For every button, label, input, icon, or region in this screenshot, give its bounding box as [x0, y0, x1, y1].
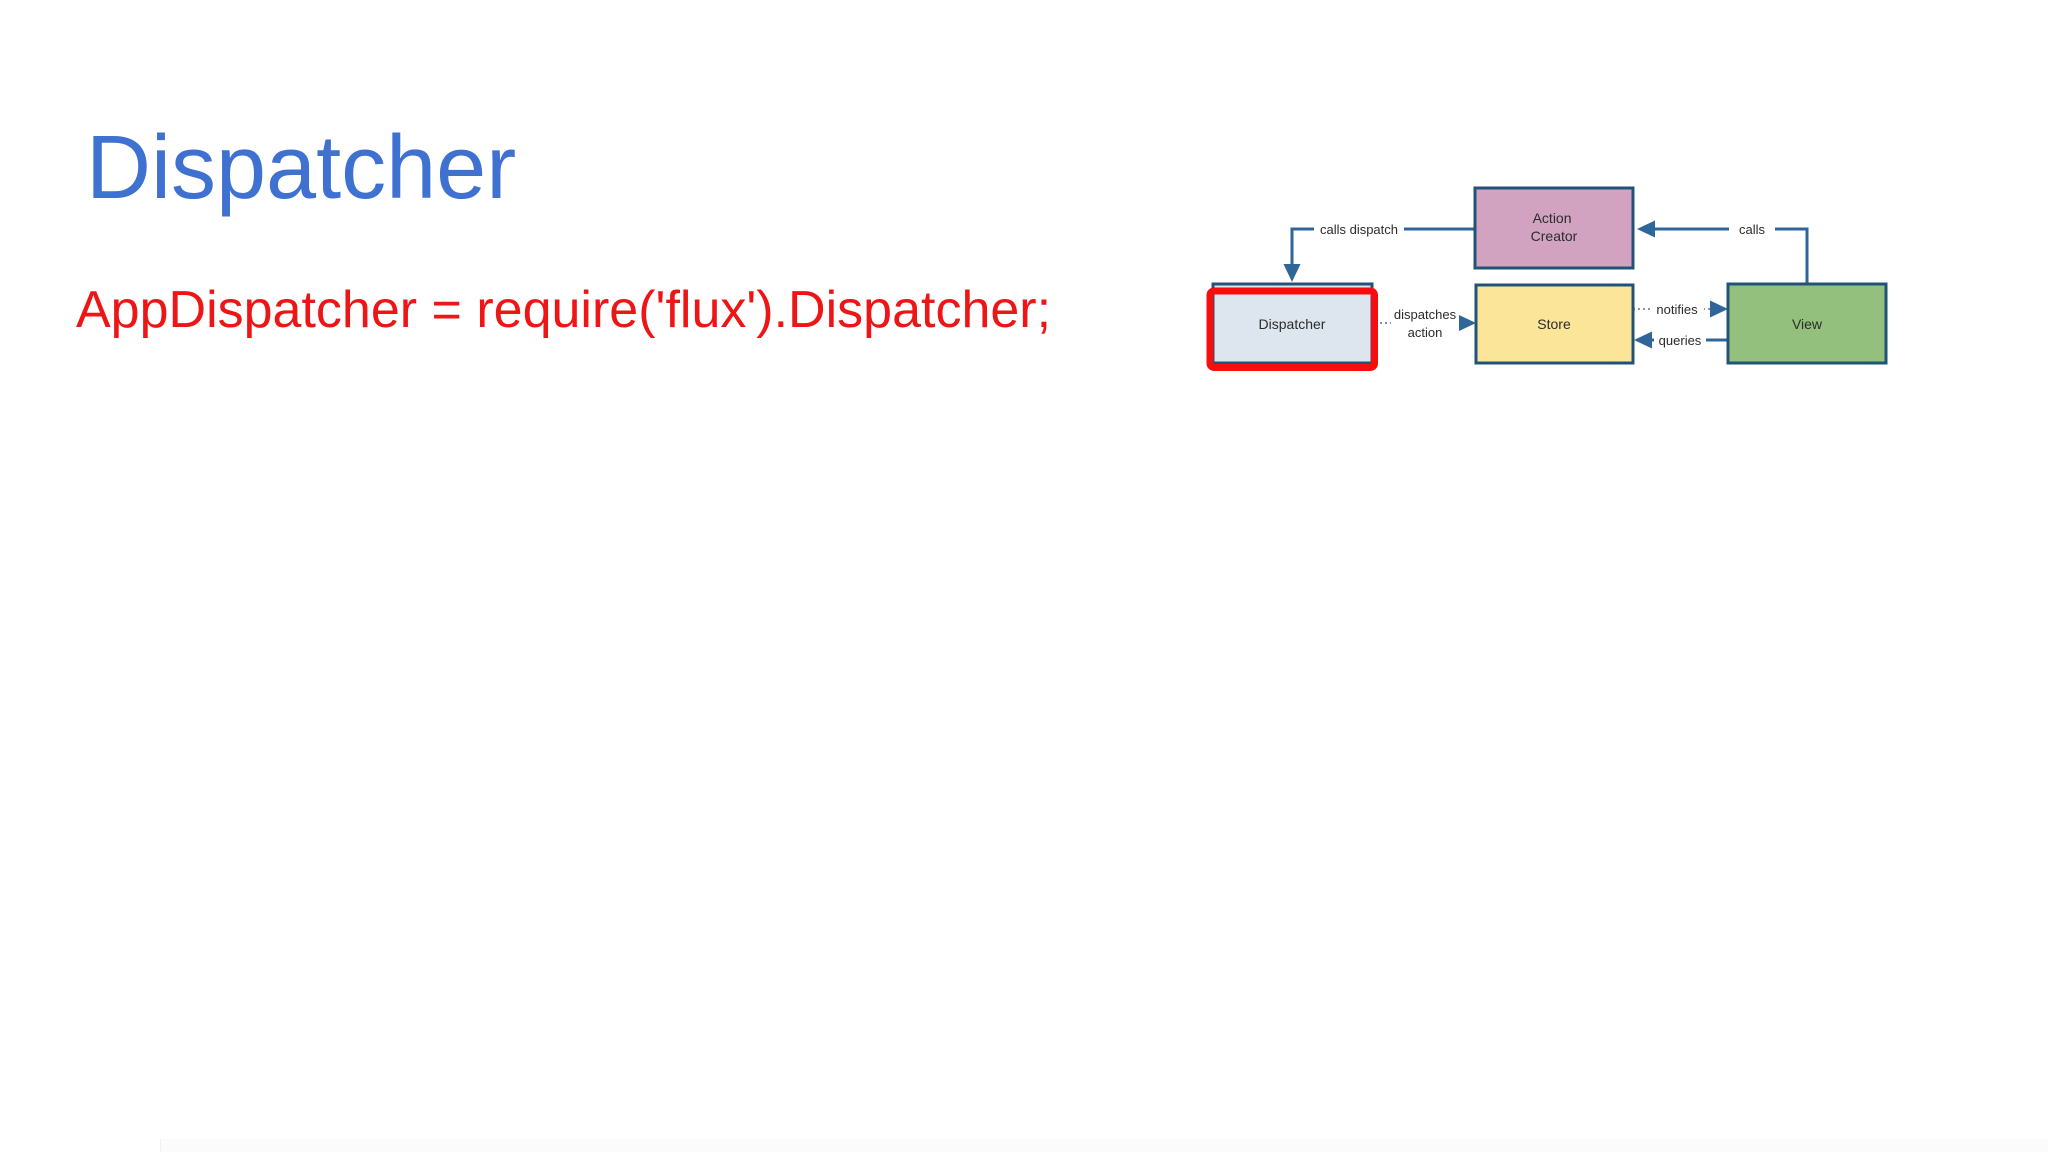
bottom-edge-strip	[160, 1139, 2048, 1152]
code-snippet: AppDispatcher = require('flux').Dispatch…	[76, 281, 1052, 339]
arrow-right-into-store-icon	[1458, 314, 1476, 332]
arrow-right-into-view-icon	[1710, 300, 1728, 318]
arrow-down-into-dispatcher-icon	[1283, 264, 1301, 282]
edge-label-calls-dispatch: calls dispatch	[1320, 222, 1398, 237]
node-view	[1726, 282, 1888, 365]
edge-label-action: action	[1408, 325, 1443, 340]
node-label-store: Store	[1537, 316, 1571, 332]
page-title: Dispatcher	[86, 118, 517, 218]
calls-dispatch-line	[1290, 227, 1475, 268]
node-labels: Action Creator Dispatcher Store View	[1259, 210, 1823, 332]
edge-label-calls: calls	[1739, 222, 1766, 237]
diagram-arrowheads	[1283, 220, 1728, 349]
edge-label-notifies: notifies	[1656, 302, 1698, 317]
node-label-action-creator: Action Creator	[1531, 210, 1578, 244]
node-label-view: View	[1792, 316, 1823, 332]
edge-label-dispatches: dispatches	[1394, 307, 1457, 322]
calls-line	[1652, 227, 1809, 284]
arrow-left-into-action-creator-icon	[1637, 220, 1655, 238]
diagram-nodes	[1211, 186, 1888, 365]
edge-label-queries: queries	[1659, 333, 1702, 348]
node-dispatcher	[1211, 282, 1374, 365]
arrow-left-into-store-icon	[1634, 331, 1652, 349]
dispatcher-highlight-border	[1206, 287, 1378, 371]
flux-diagram: calls dispatch calls dispatches action n…	[1206, 186, 1888, 371]
node-store	[1474, 283, 1635, 365]
node-action-creator	[1473, 186, 1635, 270]
node-label-dispatcher: Dispatcher	[1259, 316, 1326, 332]
edge-label-backgrounds	[1314, 219, 1775, 349]
edge-labels: calls dispatch calls dispatches action n…	[1320, 222, 1766, 348]
